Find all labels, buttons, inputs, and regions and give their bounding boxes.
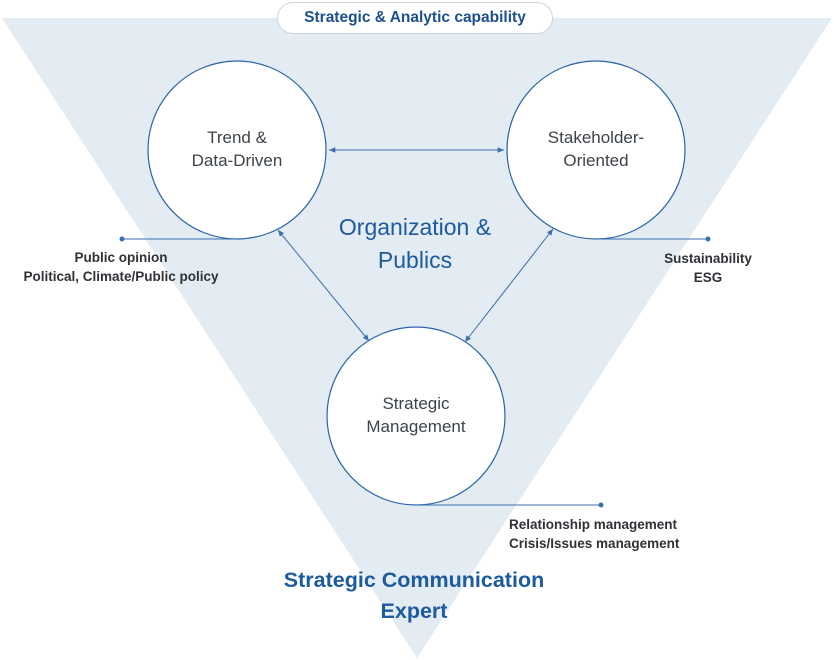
- arrow-trend-management: [277, 229, 370, 342]
- note-bottom-line2: Crisis/Issues management: [509, 536, 680, 551]
- expert-title-line2: Expert: [380, 599, 448, 623]
- expert-title-line1: Strategic Communication: [283, 568, 545, 592]
- capability-label: Strategic & Analytic capability: [304, 9, 526, 26]
- leader-dot-left: [119, 236, 125, 242]
- circle-trend-label: Trend & Data-Driven: [157, 126, 317, 172]
- note-bottom: Relationship management Crisis/Issues ma…: [509, 515, 709, 553]
- circle-stakeholder-line1: Stakeholder-: [547, 128, 645, 147]
- center-line1: Organization &: [338, 214, 492, 240]
- arrow-stakeholder-management: [464, 228, 554, 343]
- center-line2: Publics: [377, 247, 453, 273]
- note-bottom-line1: Relationship management: [509, 517, 678, 532]
- circle-stakeholder-line2: Oriented: [563, 151, 629, 170]
- note-right: Sustainability ESG: [652, 249, 764, 287]
- leader-dot-right: [705, 236, 711, 242]
- note-left-line1: Public opinion: [74, 250, 168, 265]
- expert-title: Strategic Communication Expert: [234, 565, 594, 627]
- circle-stakeholder-label: Stakeholder- Oriented: [516, 126, 676, 172]
- capability-badge: Strategic & Analytic capability: [277, 2, 553, 34]
- note-right-line1: Sustainability: [664, 251, 752, 266]
- center-label: Organization & Publics: [310, 211, 520, 277]
- circle-management-line1: Strategic: [382, 394, 450, 413]
- circle-management-line2: Management: [366, 417, 466, 436]
- circle-trend-line1: Trend &: [207, 128, 267, 147]
- leader-dot-bottom: [598, 502, 604, 508]
- note-left: Public opinion Political, Climate/Public…: [14, 248, 228, 286]
- note-left-line2: Political, Climate/Public policy: [23, 269, 219, 284]
- circle-trend-line2: Data-Driven: [191, 151, 283, 170]
- note-right-line2: ESG: [693, 270, 723, 285]
- circle-management-label: Strategic Management: [336, 392, 496, 438]
